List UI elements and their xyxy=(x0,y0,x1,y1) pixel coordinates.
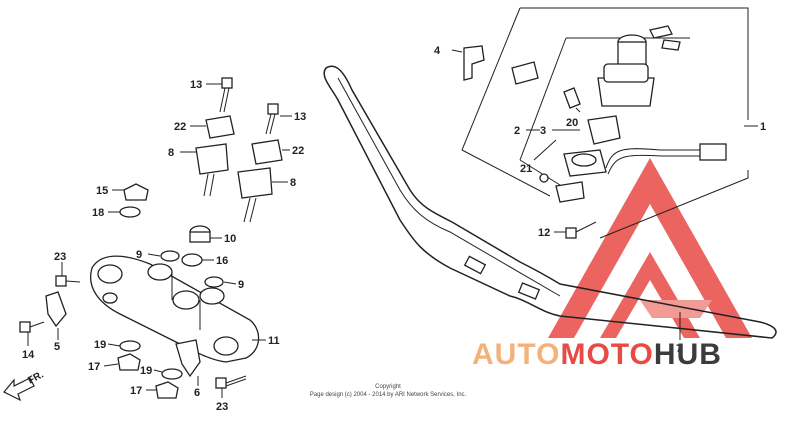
callout-23b: 23 xyxy=(216,401,228,413)
callout-13b: 13 xyxy=(294,111,306,123)
callout-20: 20 xyxy=(566,117,578,129)
watermark-moto: MOTO xyxy=(560,338,653,371)
copyright-block: Copyright Page design (c) 2004 - 2014 by… xyxy=(310,384,467,398)
callout-16: 16 xyxy=(216,255,228,267)
callout-11: 11 xyxy=(268,335,280,347)
top-bridge xyxy=(90,255,260,363)
leader-lines xyxy=(27,49,758,398)
callout-22a: 22 xyxy=(174,121,186,133)
callout-12: 12 xyxy=(538,227,550,239)
callout-2: 2 xyxy=(514,125,520,137)
callout-5: 5 xyxy=(54,341,60,353)
callout-21: 21 xyxy=(520,163,532,175)
callout-18: 18 xyxy=(92,207,104,219)
callout-labels: 1 2 3 4 5 6 7 8 8 9 9 10 11 12 13 13 14 … xyxy=(22,45,766,413)
handlebar-holder-parts xyxy=(119,77,283,288)
callout-13a: 13 xyxy=(190,79,202,91)
callout-3: 3 xyxy=(540,125,546,137)
callout-7: 7 xyxy=(676,343,682,355)
callout-17a: 17 xyxy=(88,361,100,373)
callout-9a: 9 xyxy=(136,249,142,261)
callout-23a: 23 xyxy=(54,251,66,263)
watermark-logo-icon xyxy=(548,158,752,338)
front-direction-arrow-icon: FR. xyxy=(3,369,46,402)
watermark-auto: AUTO xyxy=(472,338,560,371)
callout-10: 10 xyxy=(224,233,236,245)
watermark-hub: HUB xyxy=(654,338,722,371)
small-hardware xyxy=(19,275,247,399)
handlebar xyxy=(323,65,777,339)
callout-15: 15 xyxy=(96,185,108,197)
callout-22b: 22 xyxy=(292,145,304,157)
ignition-switch-assembly xyxy=(463,25,727,239)
callout-19b: 19 xyxy=(140,365,152,377)
ignition-group-outline xyxy=(461,7,749,239)
copyright-text: Page design (c) 2004 - 2014 by ARI Netwo… xyxy=(310,392,467,398)
copyright-title: Copyright xyxy=(375,384,401,390)
callout-6: 6 xyxy=(194,387,200,399)
callout-14: 14 xyxy=(22,349,35,361)
callout-8a: 8 xyxy=(168,147,174,159)
callout-1: 1 xyxy=(760,121,766,133)
callout-4: 4 xyxy=(434,45,441,57)
svg-text:AUTOMOTOHUB: AUTOMOTOHUB xyxy=(472,338,722,371)
direction-label: FR. xyxy=(26,369,46,386)
callout-17b: 17 xyxy=(130,385,142,397)
callout-19a: 19 xyxy=(94,339,106,351)
callout-8b: 8 xyxy=(290,177,296,189)
watermark-text: AUTOMOTOHUB xyxy=(472,338,722,371)
callout-9b: 9 xyxy=(238,279,244,291)
